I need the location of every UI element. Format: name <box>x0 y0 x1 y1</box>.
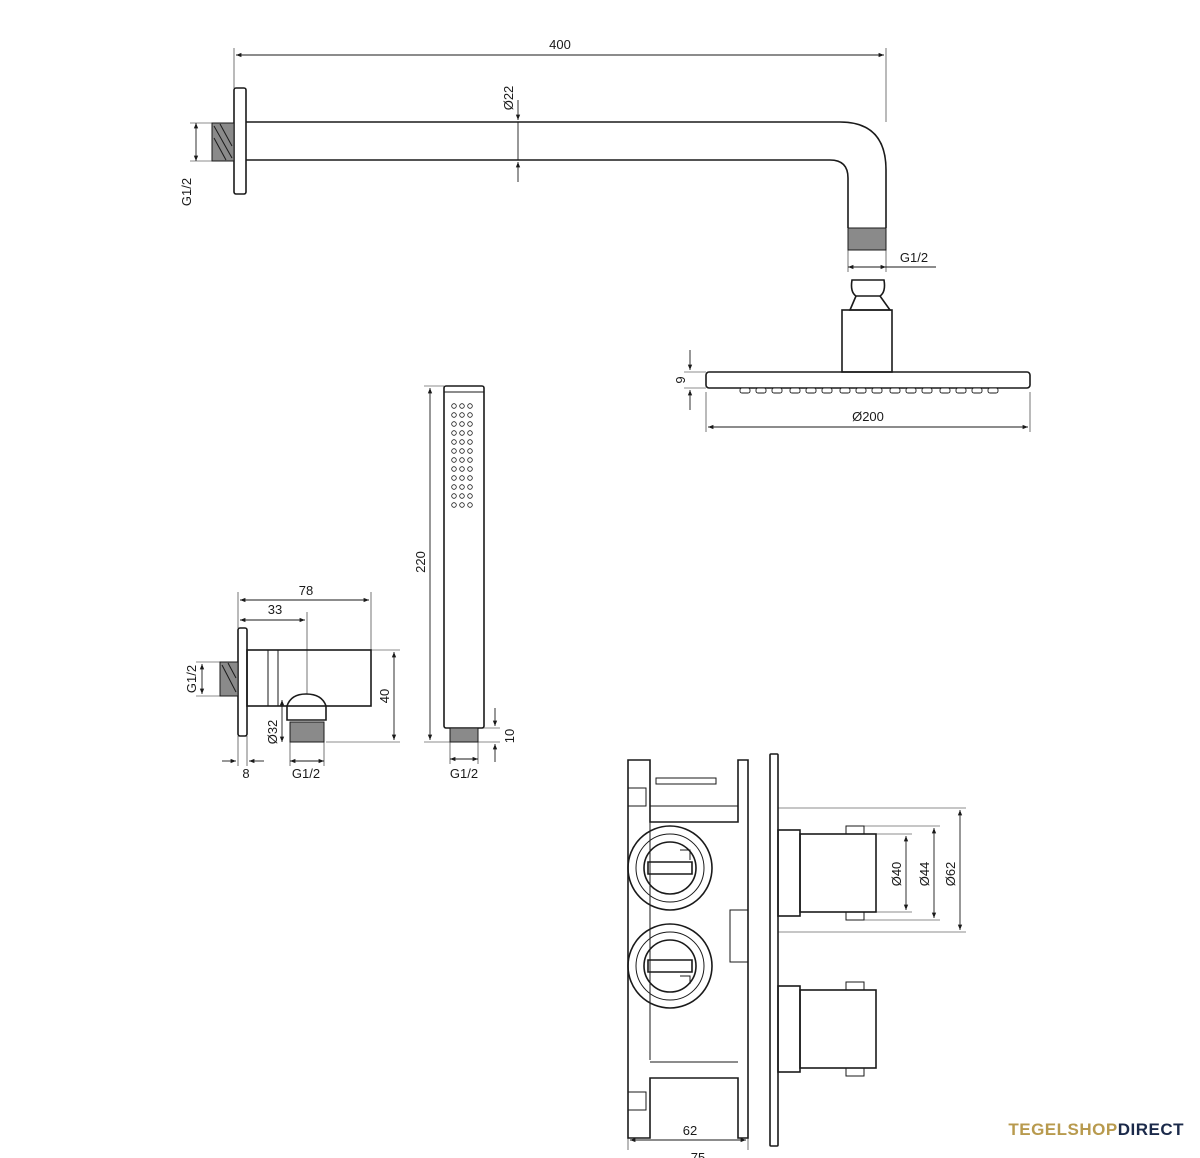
dim-head-thread: G1/2 <box>900 250 928 265</box>
dim-elbow-depth: 78 <box>299 583 313 598</box>
dim-valve-d40: Ø40 <box>889 862 904 887</box>
dim-arm-length: 400 <box>549 37 571 52</box>
concealed-valve: Ø40 Ø44 Ø62 62 75 <box>627 753 966 1158</box>
brand-part-1: TEGELSHOP <box>1008 1120 1118 1139</box>
dim-handshower-length: 220 <box>413 551 428 573</box>
hand-shower: 220 10 G1/2 <box>413 385 517 781</box>
shower-arm: 400 Ø22 G1/2 G1/2 9 Ø200 <box>179 37 1031 432</box>
dim-elbow-outlet-thread: G1/2 <box>292 766 320 781</box>
dim-handshower-thread: G1/2 <box>450 766 478 781</box>
dim-handshower-tail: 10 <box>502 729 517 743</box>
dim-valve-d44: Ø44 <box>917 862 932 887</box>
dim-wall-thread: G1/2 <box>179 178 194 206</box>
dim-head-diameter: Ø200 <box>852 409 884 424</box>
dim-elbow-flange: 8 <box>242 766 249 781</box>
showerhead-nozzles <box>739 387 999 394</box>
dim-elbow-height: 40 <box>377 689 392 703</box>
handshower-nozzles <box>451 403 473 508</box>
dim-head-thickness: 9 <box>673 376 688 383</box>
dim-elbow-offset: 33 <box>268 602 282 617</box>
dim-arm-diameter: Ø22 <box>501 86 516 111</box>
brand-part-2: DIRECT <box>1117 1120 1184 1139</box>
dim-box-width: 62 <box>683 1123 697 1138</box>
dim-elbow-outlet-diameter: Ø32 <box>265 720 280 745</box>
dim-elbow-inlet-thread: G1/2 <box>184 665 199 693</box>
brand-logo: TEGELSHOPDIRECT <box>1008 1120 1184 1140</box>
wall-elbow: 78 33 40 Ø32 G1/2 8 G1/2 <box>184 583 400 781</box>
dim-box-total: 75 <box>691 1150 705 1158</box>
dim-valve-d62: Ø62 <box>943 862 958 887</box>
